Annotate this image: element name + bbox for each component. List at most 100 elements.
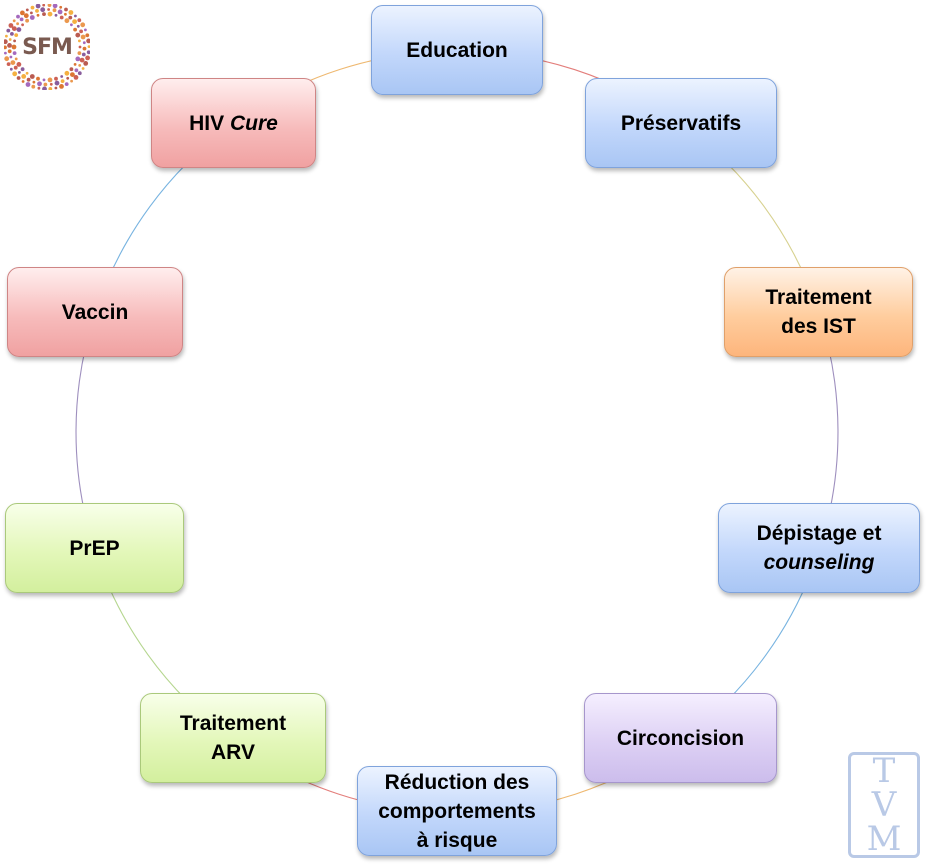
sfm-logo-dot xyxy=(11,44,17,50)
sfm-logo-dot xyxy=(10,60,16,65)
sfm-logo-dot xyxy=(36,76,40,81)
node-label: Circoncision xyxy=(617,724,744,753)
sfm-logo-dot xyxy=(42,78,46,82)
node-label-line: Dépistage et xyxy=(757,519,882,548)
tvm-logo-frame xyxy=(848,752,920,858)
sfm-logo-dot xyxy=(6,28,11,33)
sfm-logo-text: SFM xyxy=(22,34,73,60)
sfm-logo-dot xyxy=(21,23,24,27)
sfm-logo-dot xyxy=(80,34,86,40)
sfm-logo-dot xyxy=(78,45,82,49)
sfm-logo-dot xyxy=(59,5,63,9)
node-label-line: PrEP xyxy=(69,534,119,563)
sfm-logo-dot xyxy=(77,18,82,23)
sfm-logo-dot xyxy=(47,11,53,17)
sfm-logo-dot xyxy=(30,5,35,10)
node-label-text: HIV xyxy=(189,111,230,135)
node-prep: PrEP xyxy=(5,503,184,593)
sfm-logo-dot xyxy=(25,71,29,75)
node-label-text: comportements xyxy=(378,799,536,823)
node-label-line: counseling xyxy=(757,548,882,577)
sfm-logo-dot xyxy=(75,56,81,62)
sfm-logo-dot xyxy=(68,15,73,20)
sfm-logo-dot xyxy=(64,70,70,76)
node-label-line: Traitement xyxy=(180,709,286,738)
sfm-logo-dot xyxy=(87,45,91,48)
sfm-logo-dot xyxy=(54,86,58,90)
tvm-logo: T V M xyxy=(848,752,920,858)
sfm-logo-dot xyxy=(16,76,21,80)
sfm-logo-dot xyxy=(19,17,24,22)
node-label-line: à risque xyxy=(378,826,536,855)
tvm-logo-letter-m: M xyxy=(866,819,902,859)
sfm-logo-dot xyxy=(42,3,46,7)
sfm-logo-dot xyxy=(29,15,35,20)
sfm-logo-dot xyxy=(85,33,90,38)
sfm-logo-dot xyxy=(54,13,58,17)
sfm-logo-dot xyxy=(25,82,31,87)
node-label-text: Cure xyxy=(229,111,278,135)
node-label-line: Vaccin xyxy=(62,298,129,327)
sfm-logo-dot xyxy=(49,82,53,86)
sfm-logo-dot xyxy=(9,67,13,71)
sfm-logo-dot xyxy=(37,86,41,90)
sfm-logo-dot xyxy=(60,79,65,83)
node-depistage: Dépistage et counseling xyxy=(718,503,920,593)
sfm-logo-dot xyxy=(14,33,19,37)
sfm-logo-dot xyxy=(77,71,82,76)
sfm-logo-dot xyxy=(37,81,42,87)
sfm-logo-dot xyxy=(29,74,35,79)
sfm-logo-dot xyxy=(66,76,70,80)
sfm-logo-dot xyxy=(64,82,69,86)
node-label: Education xyxy=(406,36,508,65)
sfm-logo-dot xyxy=(77,51,82,55)
sfm-logo-dot xyxy=(47,77,53,83)
sfm-logo-dot xyxy=(13,65,18,70)
node-label-line: ARV xyxy=(180,738,286,767)
node-label-line: Réduction des xyxy=(378,768,536,797)
node-label-text: à risque xyxy=(416,828,498,852)
sfm-logo-dot xyxy=(60,75,64,78)
sfm-logo-dot xyxy=(64,12,67,16)
sfm-logo-dot xyxy=(10,32,14,36)
sfm-logo-dot xyxy=(69,67,74,72)
node-preservatifs: Préservatifs xyxy=(585,78,777,168)
node-label-text: counseling xyxy=(763,551,875,574)
node-label-text: Vaccin xyxy=(61,300,129,324)
sfm-logo-dot xyxy=(3,45,7,50)
sfm-logo-dot xyxy=(21,74,27,79)
sfm-logo-dot xyxy=(64,7,68,12)
sfm-logo-dot xyxy=(16,14,20,19)
sfm-logo-dot xyxy=(54,80,60,86)
sfm-logo-dot xyxy=(80,22,86,28)
sfm-logo-dot xyxy=(57,9,63,15)
sfm-logo-dot xyxy=(11,26,17,31)
sfm-logo-dot xyxy=(78,39,81,43)
sfm-logo-dot xyxy=(75,32,81,38)
node-label-line: Education xyxy=(406,36,508,65)
sfm-logo-dot xyxy=(12,71,18,77)
sfm-logo-dot xyxy=(13,39,16,43)
sfm-logo-dot xyxy=(40,7,46,13)
sfm-logo-dot xyxy=(86,38,91,44)
node-circoncision: Circoncision xyxy=(584,693,777,783)
node-label-text: PrEP xyxy=(69,536,120,560)
node-label: Préservatifs xyxy=(621,109,741,138)
node-label-line: HIV Cure xyxy=(189,109,278,138)
sfm-logo-dot xyxy=(35,9,39,13)
sfm-logo-dot xyxy=(70,23,73,27)
sfm-logo-dot xyxy=(26,77,31,82)
tvm-logo-letter-t: T xyxy=(872,751,896,791)
sfm-logo-dot xyxy=(52,3,58,9)
sfm-logo-dot xyxy=(70,79,73,83)
sfm-logo-dot xyxy=(74,68,79,73)
sfm-logo-dot xyxy=(68,10,74,15)
sfm-logo-dot xyxy=(12,19,16,23)
sfm-logo-dot xyxy=(83,61,89,66)
sfm-logo-dot xyxy=(54,76,58,81)
sfm-logo-dot xyxy=(47,3,52,7)
node-label-text: ARV xyxy=(211,741,255,764)
